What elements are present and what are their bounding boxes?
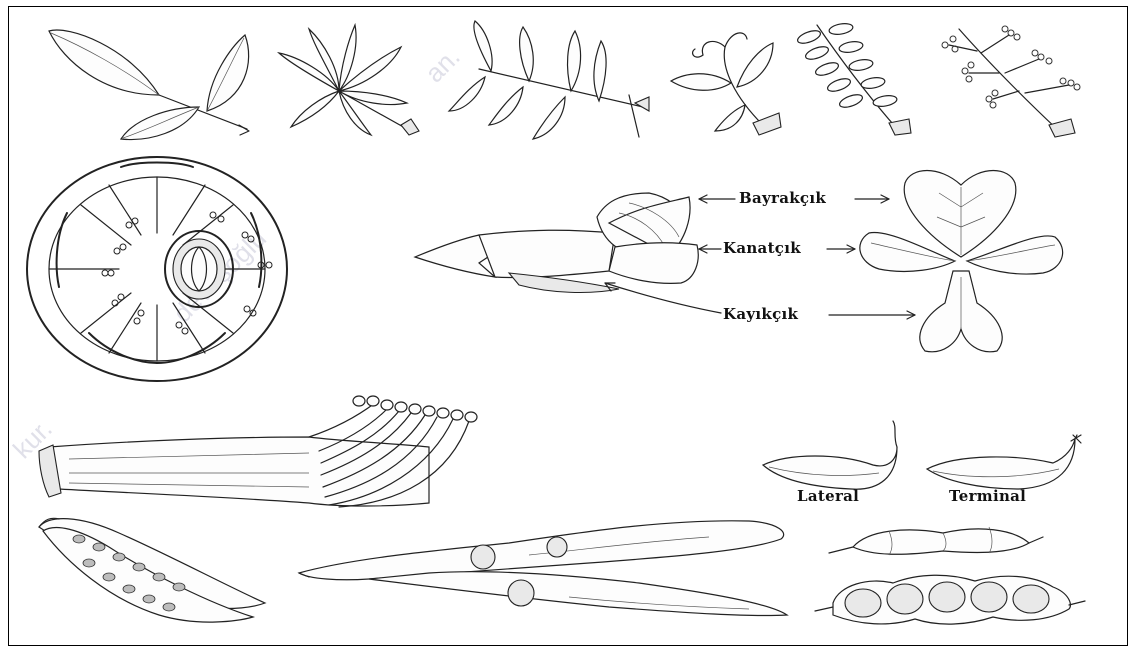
leaf-tendril-illustration (671, 33, 781, 135)
label-lateral: Lateral (797, 487, 859, 505)
floral-diagram (27, 157, 287, 381)
leaf-pinnate-illustration (449, 21, 649, 139)
flower-parts-exploded (860, 171, 1063, 352)
label-standard-petal: Bayrakçık (739, 189, 826, 207)
flower-side-view (415, 193, 698, 292)
botanical-drawing (9, 7, 1128, 646)
leaf-palmate-illustration (279, 25, 419, 135)
stamen-column (39, 396, 477, 507)
pod-open-illustration (39, 518, 265, 622)
pod-twisted-illustration (299, 521, 787, 616)
label-terminal: Terminal (949, 487, 1026, 505)
leaf-trifoliate-illustration (49, 30, 249, 139)
ovary-lateral-illustration (763, 421, 897, 489)
leaf-multipinnate-illustration (796, 22, 911, 135)
label-keel-petals: Kayıkçık (723, 305, 798, 323)
label-wing-petals: Kanatçık (723, 239, 801, 257)
figure-frame: kur. deveşoğlu an. (8, 6, 1128, 646)
leaf-compound-fine-illustration (942, 26, 1080, 137)
pod-segmented-illustration (815, 527, 1085, 624)
ovary-terminal-illustration (927, 435, 1081, 489)
